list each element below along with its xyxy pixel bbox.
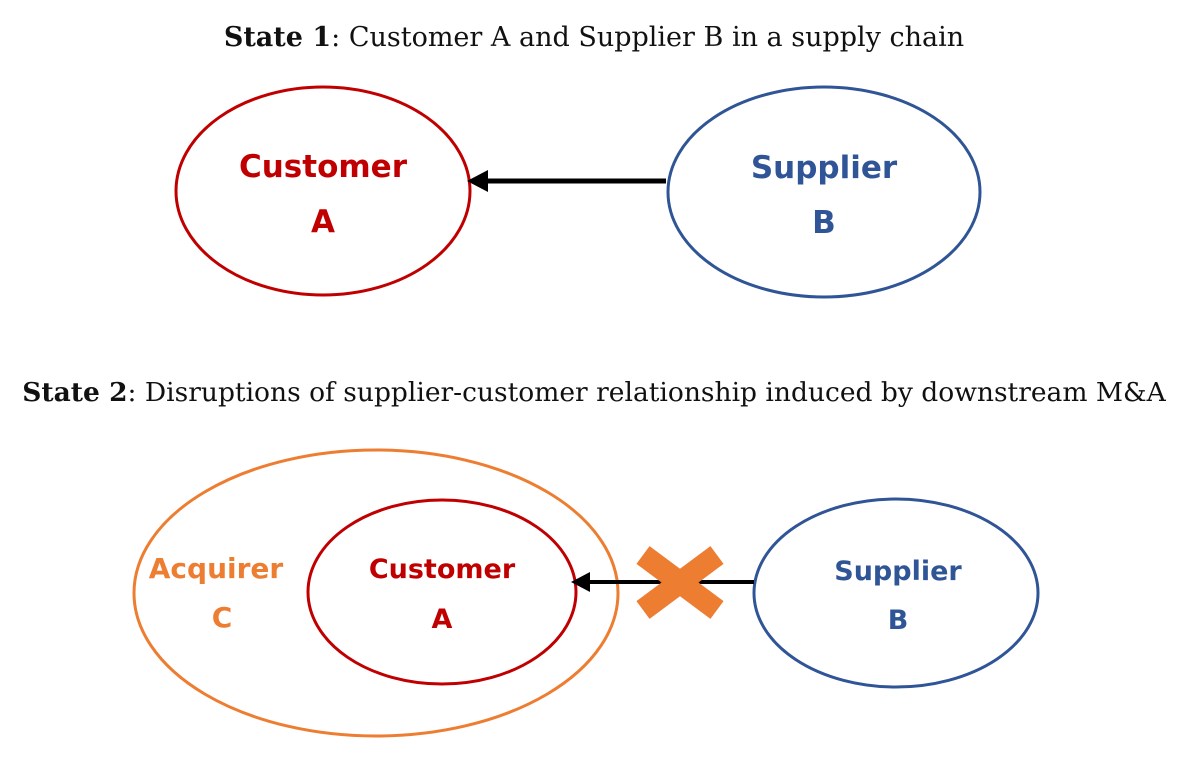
- state1-customer-ellipse: [174, 85, 472, 297]
- state1-caption-text: : Customer A and Supplier B in a supply …: [331, 22, 965, 53]
- state2-caption-text: : Disruptions of supplier-customer relat…: [127, 377, 1166, 408]
- state2-supplier-ellipse: [752, 497, 1040, 689]
- state2-acquirer-label: Acquirer: [149, 552, 284, 585]
- state2-caption: State 2: Disruptions of supplier-custome…: [0, 377, 1188, 408]
- state1-supplier-ellipse: [666, 85, 982, 299]
- state1-caption: State 1: Customer A and Supplier B in a …: [0, 22, 1188, 53]
- state1-diagram: Customer A Supplier B: [174, 85, 982, 299]
- state2-supplier-label: Supplier: [834, 556, 962, 587]
- state1-supply-arrow: [467, 170, 666, 192]
- state2-customer-label: Customer: [369, 554, 516, 585]
- disruption-cross-icon: [636, 546, 724, 619]
- state2-diagram: Acquirer C Customer A Supplier B: [132, 448, 1040, 738]
- state2-acquirer-letter: C: [212, 601, 233, 634]
- state2-customer-ellipse: [306, 498, 578, 686]
- state2-customer-letter: A: [432, 604, 453, 635]
- state1-customer-letter: A: [311, 204, 335, 240]
- state2-acquirer-ellipse: [132, 448, 620, 738]
- state1-customer-label: Customer: [239, 149, 408, 185]
- state1-supplier-label: Supplier: [751, 150, 898, 186]
- state2-caption-bold: State 2: [22, 377, 128, 408]
- state1-caption-bold: State 1: [223, 22, 332, 53]
- state2-supplier-letter: B: [888, 605, 909, 636]
- state1-supplier-letter: B: [812, 205, 836, 241]
